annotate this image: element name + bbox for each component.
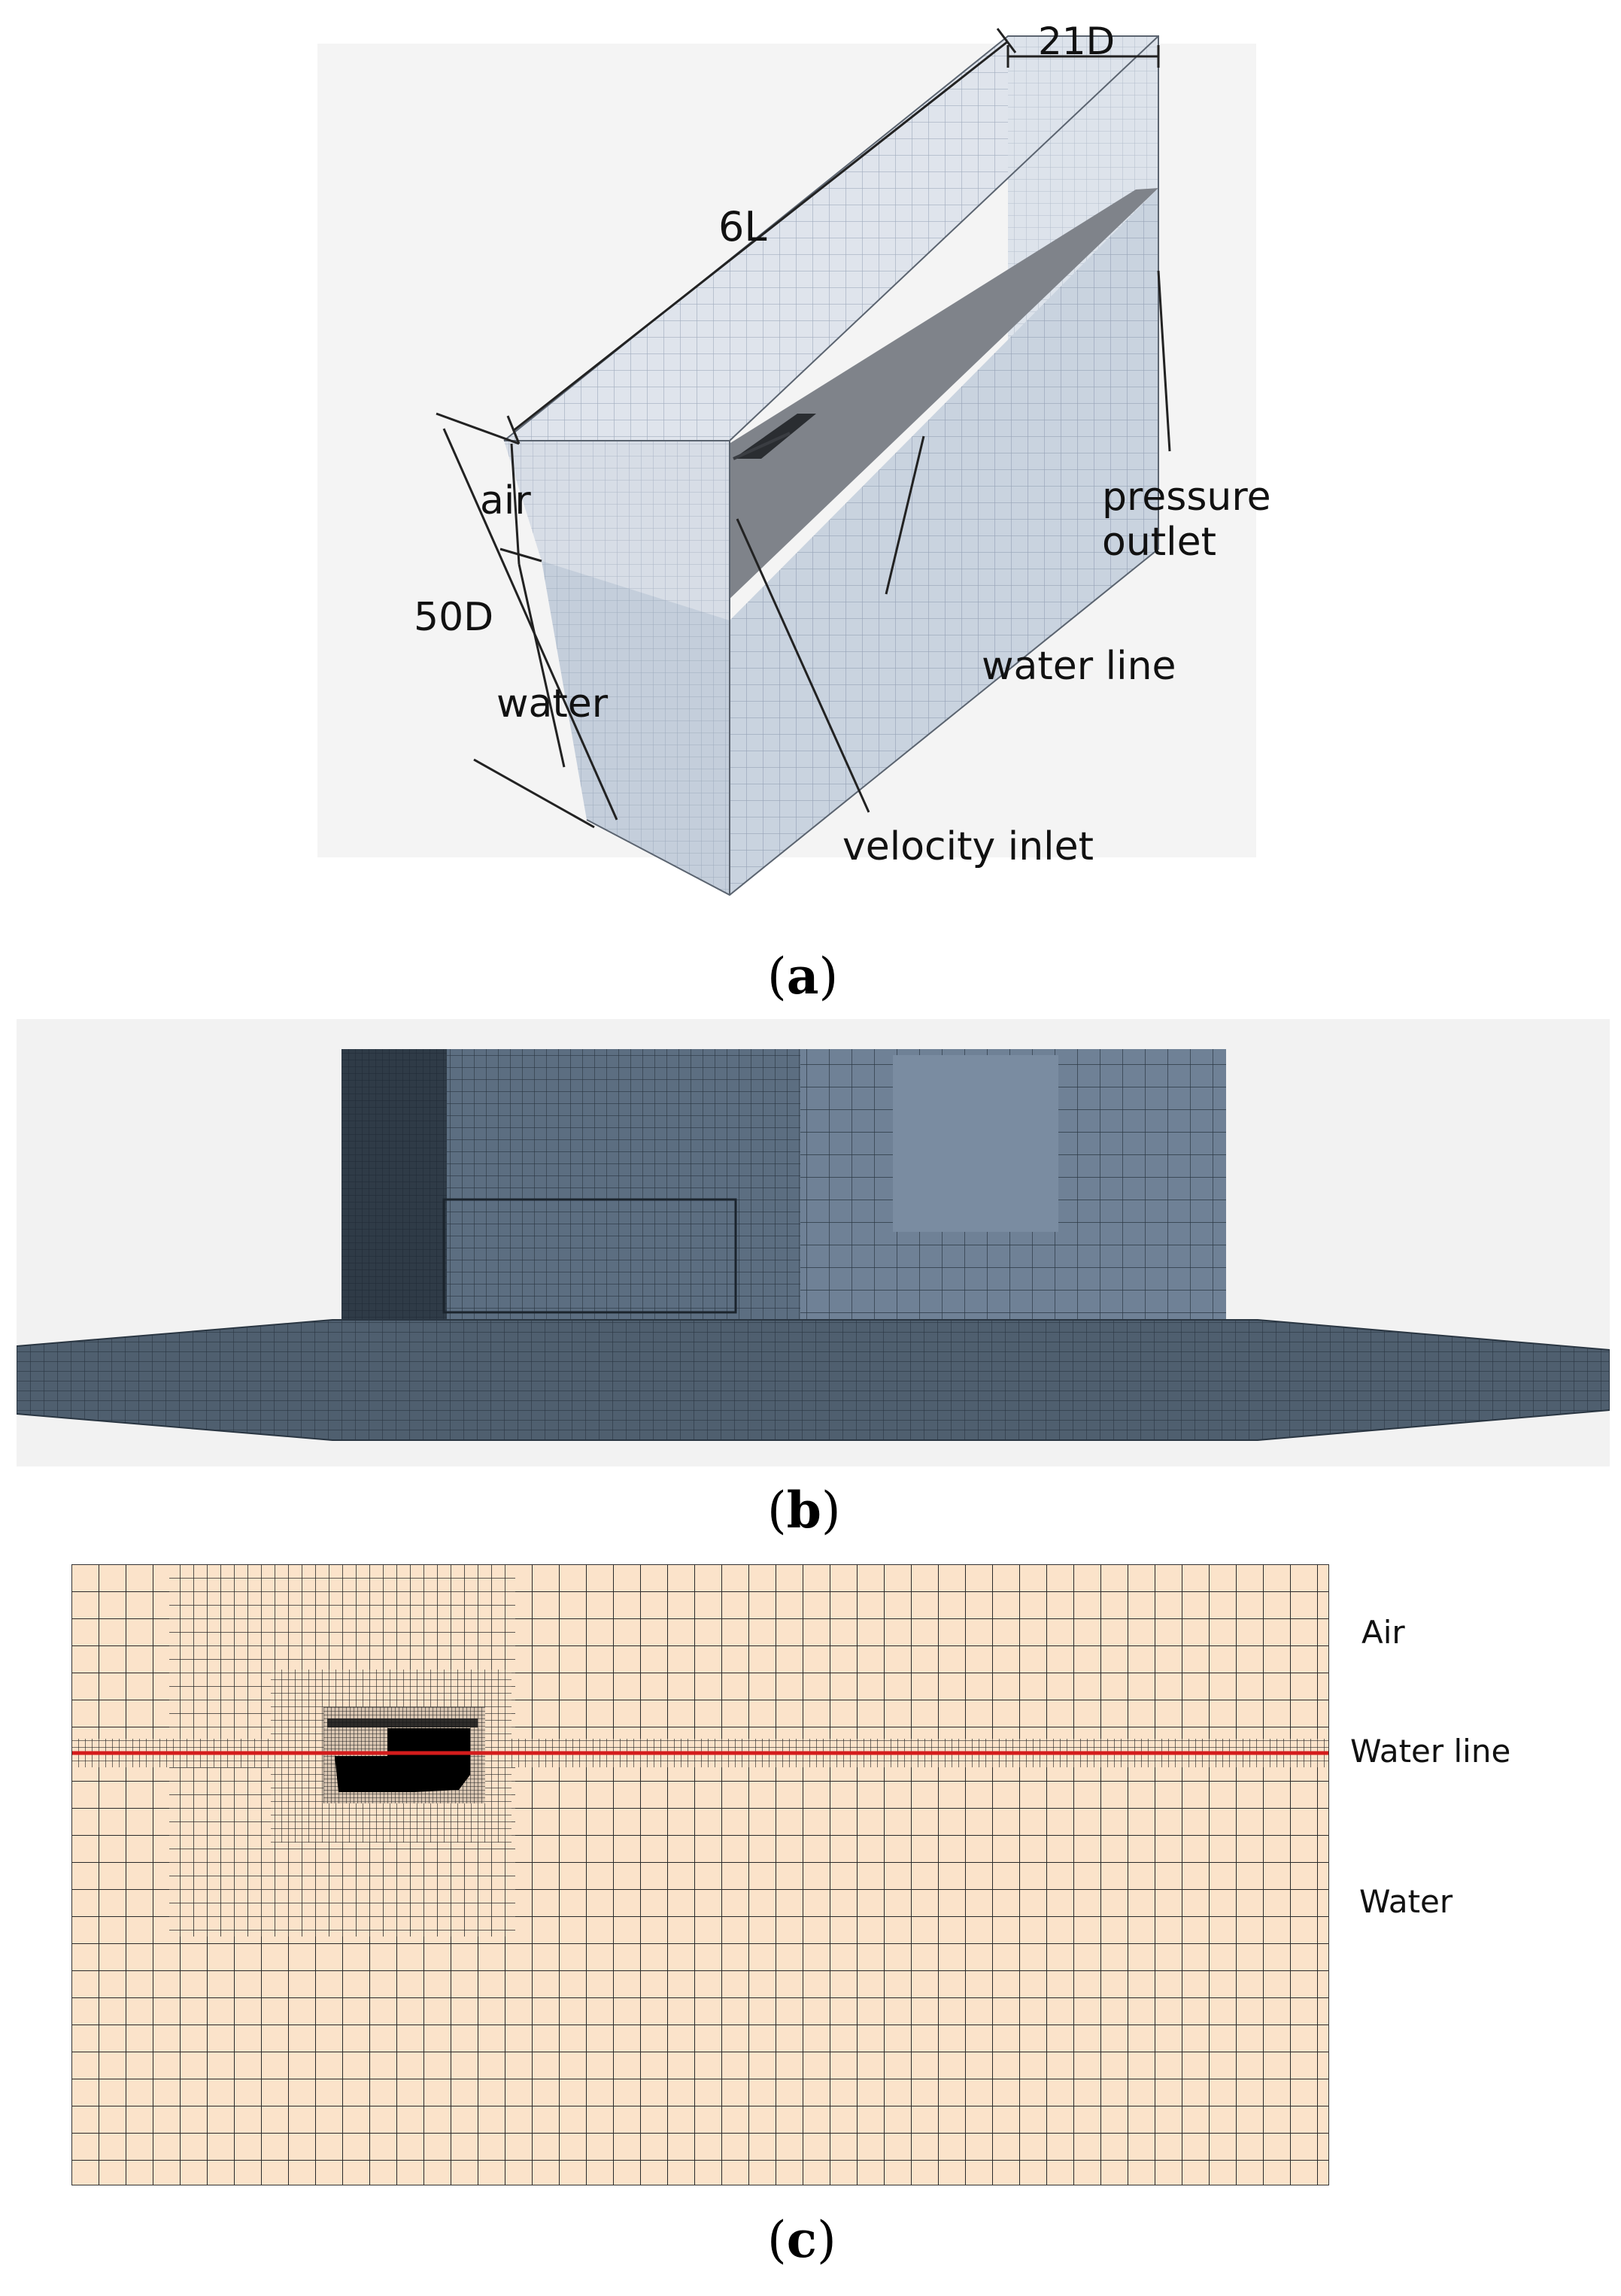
label-water-c: Water (1359, 1883, 1453, 1920)
label-water-line: water line (982, 644, 1176, 689)
water-line-leader (885, 435, 925, 595)
label-pressure: pressure (1102, 475, 1271, 520)
section-mesh-svg (71, 1564, 1329, 2185)
caption-a: (a) (767, 947, 839, 1005)
panel-b-hull-mesh (17, 1019, 1610, 1466)
submarine-body (733, 414, 816, 459)
label-velocity-inlet: velocity inlet (842, 824, 1094, 869)
sail-window (442, 1198, 737, 1314)
label-50d: 50D (414, 595, 494, 640)
label-water-line-c: Water line (1350, 1733, 1511, 1770)
dim-6l-line (512, 40, 1009, 432)
submarine-section (335, 1728, 470, 1792)
label-air: air (480, 478, 531, 523)
hull-mesh-svg (17, 1019, 1610, 1466)
panel-a-domain-3d: 21D 6L air 50D water pressure outlet wat… (316, 23, 1309, 902)
caption-b: (b) (767, 1481, 841, 1539)
panel-c-section-mesh: Air Water line Water (71, 1564, 1591, 2188)
pressure-outlet-leader (1157, 270, 1171, 452)
label-21d: 21D (1038, 20, 1116, 63)
caption-c: (c) (767, 2210, 836, 2269)
domain-3d-svg (317, 28, 1256, 896)
velocity-inlet-leader (736, 518, 870, 813)
dim-water-line (518, 563, 566, 768)
label-water: water (496, 681, 609, 726)
label-air-c: Air (1361, 1614, 1405, 1651)
sail-inner-patch (893, 1055, 1058, 1232)
dim-50d-line (442, 428, 618, 820)
label-6l: 6L (718, 203, 767, 250)
label-outlet: outlet (1102, 520, 1216, 565)
